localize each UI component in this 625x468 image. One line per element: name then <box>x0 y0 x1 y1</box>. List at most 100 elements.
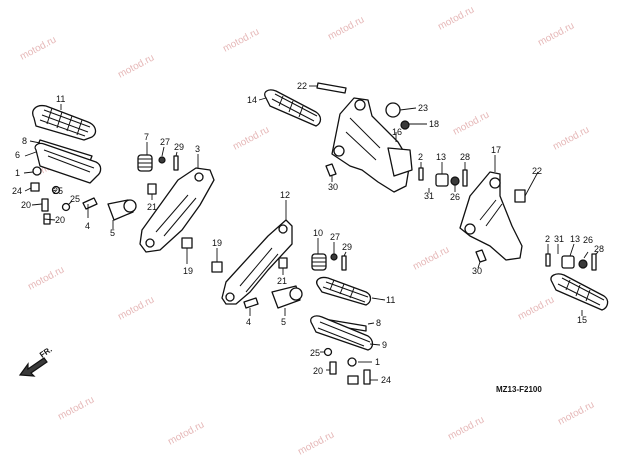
bolt-top-30 <box>325 163 337 177</box>
bolt-top-22 <box>316 82 347 94</box>
watermark-text: motod.ru <box>326 14 366 42</box>
bolt-center-24 <box>363 369 371 385</box>
watermark-text: motod.ru <box>296 429 336 457</box>
watermark-text: motod.ru <box>56 394 96 422</box>
watermark-text: motod.ru <box>26 264 66 292</box>
cap-top-13 <box>435 173 449 187</box>
cotter-left-29 <box>173 155 179 171</box>
cotter-center-29 <box>341 255 347 271</box>
callout-label: 16 <box>392 127 402 137</box>
bracket-center <box>221 219 293 305</box>
callout-label: 2 <box>545 234 550 244</box>
bolt-left-19 <box>181 237 193 249</box>
callout-label: 7 <box>144 132 149 142</box>
nut-center-27 <box>330 253 338 261</box>
callout-label: 28 <box>594 244 604 254</box>
callout-label: 28 <box>460 152 470 162</box>
bracket-right <box>459 171 523 261</box>
footpeg-right <box>550 273 609 311</box>
callout-labels: 11 8 6 1 24 25 20 25 20 4 5 7 27 29 3 21… <box>12 81 604 385</box>
watermark-text: motod.ru <box>551 124 591 152</box>
callout-label: 15 <box>577 315 587 325</box>
callout-label: 12 <box>280 190 290 200</box>
callout-label: 5 <box>110 228 115 238</box>
callout-label: 30 <box>472 266 482 276</box>
callout-label: 25 <box>310 348 320 358</box>
spring-left <box>137 154 153 172</box>
bolt-center-19 <box>211 261 223 273</box>
cotter-right-28 <box>591 253 597 271</box>
callout-label: 11 <box>56 94 65 104</box>
bolt-right-22 <box>514 189 526 203</box>
callout-label: 23 <box>418 103 428 113</box>
cotter-top-28 <box>462 169 468 187</box>
pivot-center <box>271 285 303 309</box>
watermark-text: motod.ru <box>411 244 451 272</box>
watermark-text: motod.ru <box>516 294 556 322</box>
callout-label: 22 <box>297 81 307 91</box>
callout-label: 25 <box>53 186 63 196</box>
footpeg-rubber-left <box>32 104 97 141</box>
callout-label: 20 <box>313 366 323 376</box>
front-arrow-icon <box>18 357 48 377</box>
front-direction-indicator: FR. <box>18 345 54 377</box>
callout-label: 4 <box>246 317 251 327</box>
callout-label: 29 <box>174 142 184 152</box>
callout-label: 1 <box>15 168 20 178</box>
bolt-right-30 <box>475 249 487 263</box>
watermark-text: motod.ru <box>221 26 261 54</box>
nut-top-26 <box>450 176 460 186</box>
callout-label: 29 <box>342 242 352 252</box>
callout-label: 19 <box>212 238 222 248</box>
callout-label: 13 <box>570 234 580 244</box>
footpeg-rubber-center <box>316 276 372 306</box>
pivot-left <box>107 199 137 221</box>
washer-left <box>30 182 40 192</box>
nut-top-18 <box>400 120 410 130</box>
callout-label: 11 <box>386 295 395 305</box>
callout-label: 6 <box>15 150 20 160</box>
callout-label: 1 <box>375 357 380 367</box>
pivot-pin-center <box>243 297 259 309</box>
clip-center-25 <box>323 347 333 357</box>
watermark-text: motod.ru <box>231 124 271 152</box>
footpeg-body-left <box>34 142 102 184</box>
callout-label: 21 <box>277 276 287 286</box>
callout-label: 18 <box>429 119 439 129</box>
bracket-top <box>331 97 413 193</box>
footpeg-body-center <box>310 315 374 351</box>
watermark-text: motod.ru <box>116 52 156 80</box>
callout-label: 31 <box>554 234 564 244</box>
watermark-text: motod.ru <box>18 34 58 62</box>
callout-label: 20 <box>21 200 31 210</box>
callout-label: 13 <box>436 152 446 162</box>
leader-lines <box>23 85 599 381</box>
bolt-left-21 <box>147 183 157 195</box>
pivot-pin-left <box>82 197 98 210</box>
callout-label: 4 <box>85 221 90 231</box>
callout-label: 8 <box>22 136 27 146</box>
callout-label: 27 <box>330 232 340 242</box>
nut-right-26 <box>578 259 588 269</box>
pin-center-1 <box>347 357 357 367</box>
callout-label: 8 <box>376 318 381 328</box>
callout-label: 5 <box>281 317 286 327</box>
pin-right-2 <box>545 253 551 267</box>
watermark-text: motod.ru <box>446 414 486 442</box>
callout-label: 30 <box>328 182 338 192</box>
callout-label: 10 <box>313 228 323 238</box>
watermark-text: motod.ru <box>451 109 491 137</box>
watermark-text: motod.ru <box>116 294 156 322</box>
bolt-center-20a <box>329 361 337 375</box>
callout-label: 26 <box>583 235 593 245</box>
callout-label: 3 <box>195 144 200 154</box>
callout-label: 2 <box>418 152 423 162</box>
callout-label: 27 <box>160 137 170 147</box>
clip-left-b <box>61 202 71 212</box>
pin-top-2 <box>418 167 424 181</box>
callout-label: 21 <box>147 202 157 212</box>
diagram-code: MZ13-F2100 <box>496 385 542 394</box>
callout-label: 19 <box>183 266 193 276</box>
